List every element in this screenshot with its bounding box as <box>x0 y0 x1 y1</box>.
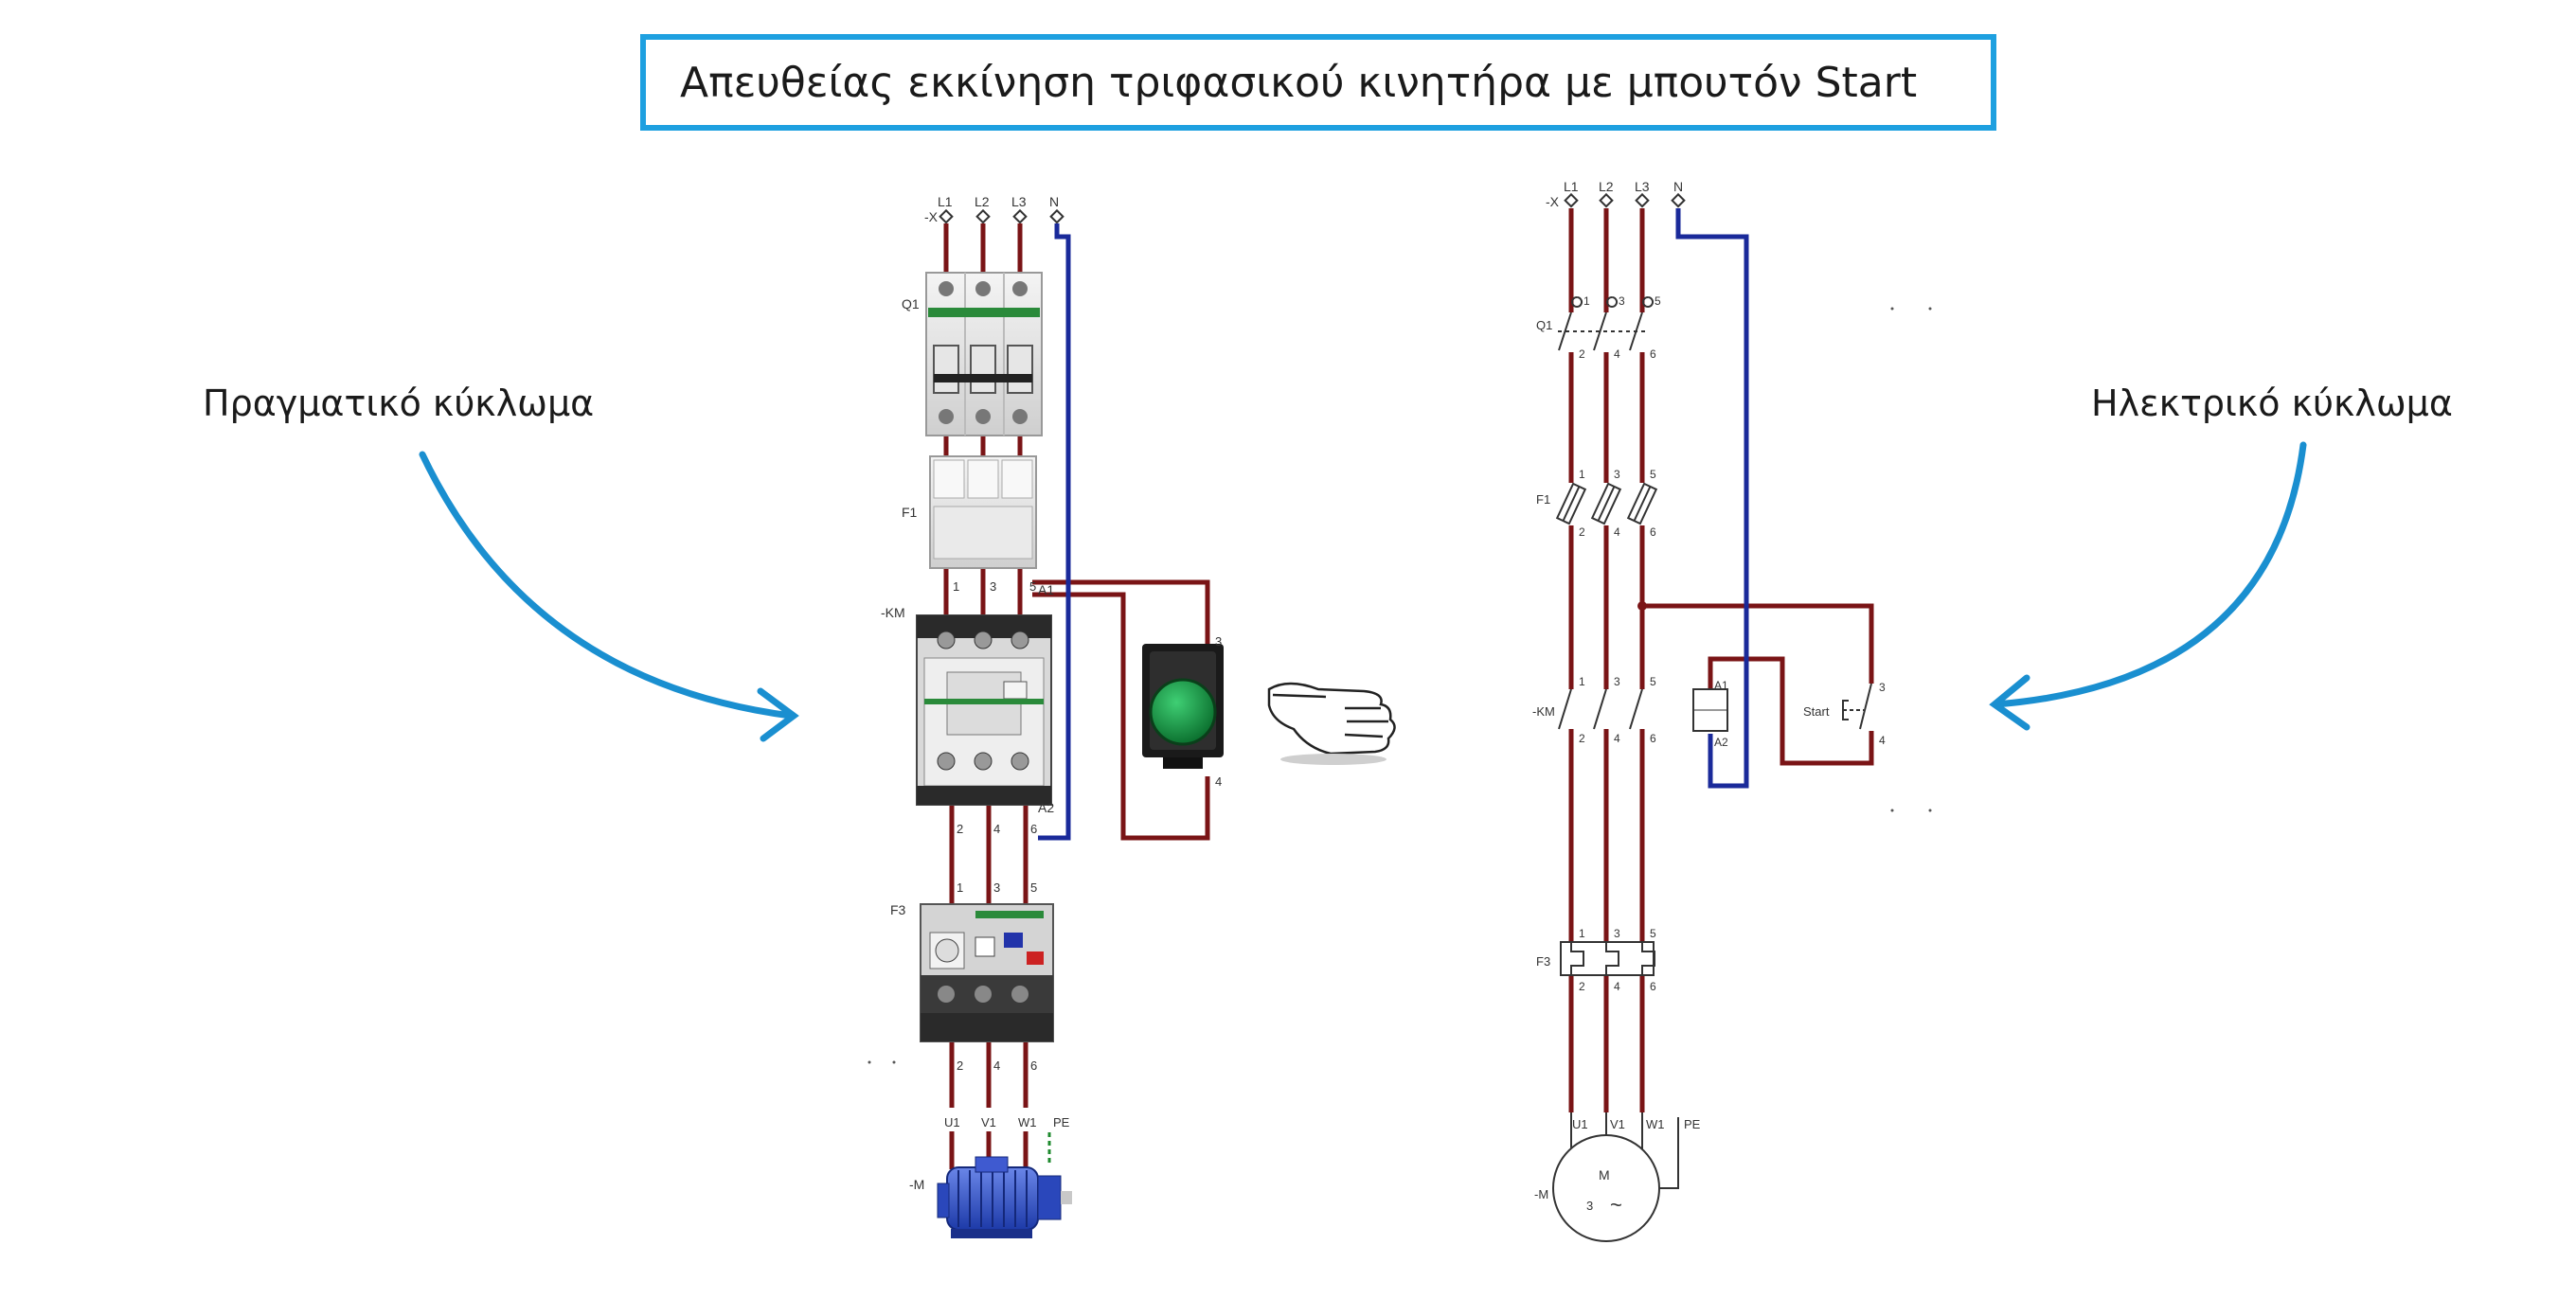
schem-km-label: -KM <box>1532 704 1555 719</box>
real-f3-bottom-4: 4 <box>993 1058 1000 1073</box>
schem-coil-a2: A2 <box>1714 736 1728 749</box>
schem-km-3: 3 <box>1614 675 1620 688</box>
schem-terminal-label: -X <box>1546 194 1560 209</box>
pointing-hand-icon <box>1267 682 1396 765</box>
real-f3-top-5: 5 <box>1030 880 1037 895</box>
schem-motor-ac: ~ <box>1610 1193 1622 1217</box>
real-km-bottom-6: 6 <box>1030 822 1037 836</box>
schem-km-contacts <box>1558 688 1643 730</box>
schem-start-button <box>1842 683 1872 730</box>
real-f3-top-1: 1 <box>957 880 963 895</box>
schem-motor-u1: U1 <box>1572 1117 1588 1131</box>
title-box: Απευθείας εκκίνηση τριφασικού κινητήρα μ… <box>640 34 1996 131</box>
real-q1-label: Q1 <box>902 296 920 311</box>
schem-q1-switch <box>1558 296 1655 351</box>
schem-start-4: 4 <box>1879 734 1886 747</box>
schem-f3-4: 4 <box>1614 980 1620 993</box>
real-f3-top-3: 3 <box>993 880 1000 895</box>
schematic-circuit: -X L1 L2 L3 N <box>1532 179 1932 1242</box>
schem-f1-4: 4 <box>1614 525 1620 539</box>
schem-coil-a1: A1 <box>1714 679 1728 692</box>
schem-start-3: 3 <box>1879 681 1886 694</box>
schem-phase-l2: L2 <box>1599 179 1614 194</box>
real-button-3: 3 <box>1215 634 1222 649</box>
schem-f3-thermal <box>1560 941 1655 976</box>
schem-km-5: 5 <box>1650 675 1656 688</box>
schem-q1-label: Q1 <box>1536 318 1552 332</box>
real-phase-l1: L1 <box>938 194 953 209</box>
schem-km-2: 2 <box>1579 732 1585 745</box>
schem-motor-w1: W1 <box>1646 1117 1665 1131</box>
page-title: Απευθείας εκκίνηση τριφασικού κινητήρα μ… <box>680 58 1918 107</box>
schem-start-label: Start <box>1803 704 1830 719</box>
real-km-a1: A1 <box>1038 582 1054 597</box>
real-f1-fuse <box>929 455 1037 569</box>
schem-phase-n: N <box>1673 179 1683 194</box>
schem-phase-l3: L3 <box>1635 179 1650 194</box>
real-q1-breaker <box>925 272 1043 436</box>
real-km-top-1: 1 <box>953 579 959 594</box>
schem-f1-fuses <box>1555 482 1658 525</box>
right-arrow <box>1989 441 2307 731</box>
schem-motor-label: -M <box>1534 1187 1548 1201</box>
schem-f1-5: 5 <box>1650 468 1656 481</box>
real-phase-l3: L3 <box>1011 194 1027 209</box>
real-circuit-label: Πραγματικό κύκλωμα <box>203 382 595 424</box>
real-terminal-label: -X <box>924 209 939 224</box>
schem-f1-6: 6 <box>1650 525 1656 539</box>
real-motor-pe: PE <box>1053 1115 1070 1129</box>
real-motor-label: -M <box>909 1177 924 1192</box>
real-motor-u1: U1 <box>944 1115 960 1129</box>
schem-f1-2: 2 <box>1579 525 1585 539</box>
real-km-label: -KM <box>881 605 905 620</box>
schem-km-6: 6 <box>1650 732 1656 745</box>
schem-f3-2: 2 <box>1579 980 1585 993</box>
schem-motor-v1: V1 <box>1610 1117 1625 1131</box>
schem-f3-6: 6 <box>1650 980 1656 993</box>
real-start-button <box>1142 644 1224 769</box>
schem-motor-m: M <box>1599 1167 1610 1183</box>
schem-motor-pe: PE <box>1684 1117 1701 1131</box>
real-km-bottom-2: 2 <box>957 822 963 836</box>
real-phase-n: N <box>1049 194 1059 209</box>
real-f1-label: F1 <box>902 505 918 520</box>
real-circuit: -X L1 L2 L3 N <box>868 194 1396 1238</box>
schem-phase-l1: L1 <box>1564 179 1579 194</box>
schem-q1-6: 6 <box>1650 347 1656 361</box>
real-phase-l2: L2 <box>975 194 990 209</box>
real-km-bottom-4: 4 <box>993 822 1000 836</box>
real-button-4: 4 <box>1215 774 1222 789</box>
real-motor <box>937 1156 1072 1238</box>
left-arrow <box>419 451 799 742</box>
real-km-a2: A2 <box>1038 800 1054 815</box>
schem-f3-5: 5 <box>1650 927 1656 940</box>
schem-f1-3: 3 <box>1614 468 1620 481</box>
schem-q1-2: 2 <box>1579 347 1585 361</box>
real-km-contactor <box>916 614 1052 806</box>
schem-f1-label: F1 <box>1536 492 1550 507</box>
real-f3-bottom-2: 2 <box>957 1058 963 1073</box>
schem-q1-4: 4 <box>1614 347 1620 361</box>
real-f3-bottom-6: 6 <box>1030 1058 1037 1073</box>
real-motor-w1: W1 <box>1018 1115 1037 1129</box>
schem-km-4: 4 <box>1614 732 1620 745</box>
schem-q1-3: 3 <box>1619 294 1625 308</box>
schematic-circuit-label: Ηλεκτρικό κύκλωμα <box>2091 382 2453 424</box>
schem-motor-phase: 3 <box>1586 1199 1593 1213</box>
real-f3-overload <box>920 903 1054 1042</box>
real-km-top-5: 5 <box>1029 579 1036 594</box>
real-motor-v1: V1 <box>981 1115 996 1129</box>
schem-motor <box>1552 1134 1660 1242</box>
schem-q1-5: 5 <box>1655 294 1661 308</box>
real-f3-label: F3 <box>890 902 906 917</box>
schem-km-1: 1 <box>1579 675 1585 688</box>
schem-f3-1: 1 <box>1579 927 1585 940</box>
schem-f1-1: 1 <box>1579 468 1585 481</box>
schem-f3-label: F3 <box>1536 954 1550 969</box>
schem-q1-1: 1 <box>1583 294 1590 308</box>
real-km-top-3: 3 <box>990 579 996 594</box>
schem-f3-3: 3 <box>1614 927 1620 940</box>
